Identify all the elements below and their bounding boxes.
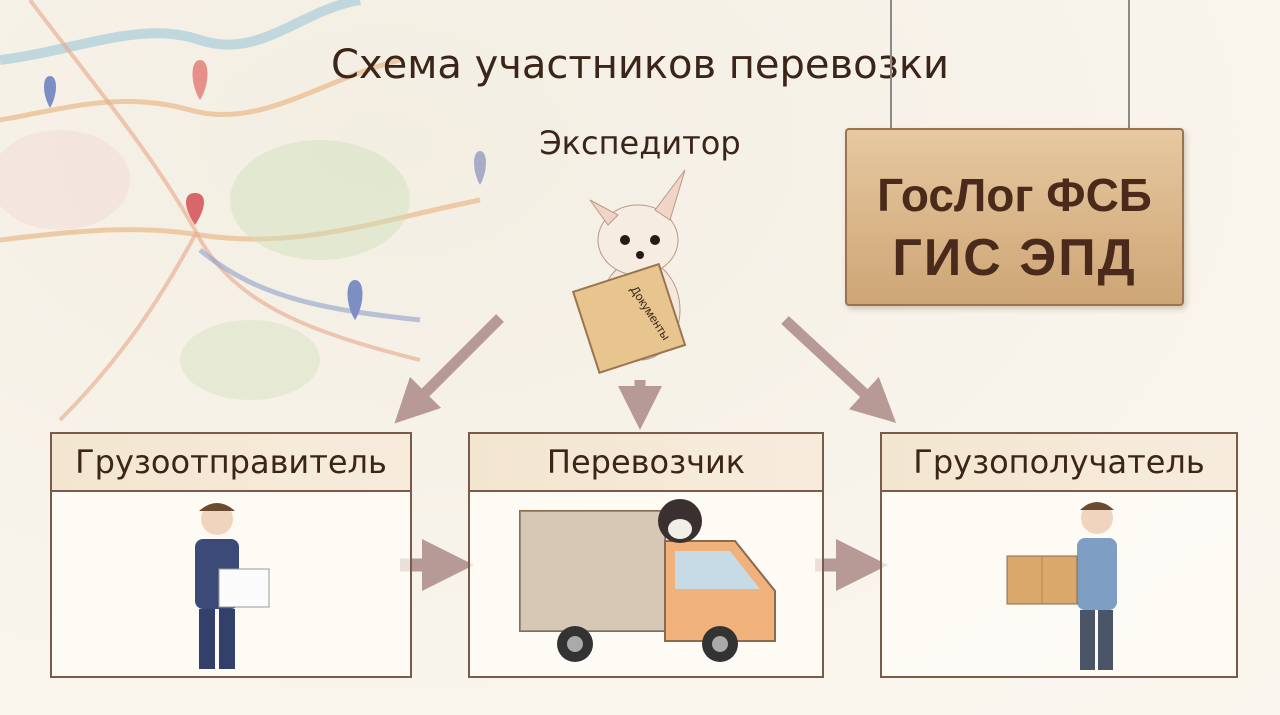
shipper-header: Грузоотправитель (52, 434, 410, 492)
truck-illustration (519, 499, 776, 662)
consignee-box: Грузополучатель (880, 432, 1238, 678)
map-pin-icon (186, 193, 204, 225)
sign-line-1: ГосЛог ФСБ (877, 169, 1152, 221)
shipper-box: Грузоотправитель (50, 432, 412, 678)
map-pin-icon (347, 280, 363, 320)
forwarder-dog-illustration: Документы (571, 169, 687, 375)
system-sign: ГосЛог ФСБ ГИС ЭПД (845, 128, 1184, 306)
forwarder-label: Экспедитор (539, 124, 741, 162)
sign-line-2: ГИС ЭПД (892, 229, 1137, 287)
map-pin-icon (474, 151, 486, 185)
consignee-person-illustration (1006, 502, 1117, 670)
shipper-person-illustration (195, 503, 270, 669)
arrow-to-consignee (781, 315, 897, 423)
map-pin-icon (44, 76, 56, 108)
sign-rope (1128, 0, 1130, 135)
carrier-box: Перевозчик (468, 432, 824, 678)
page-title: Схема участников перевозки (330, 42, 950, 88)
arrow-to-shipper (394, 314, 504, 424)
background-map (0, 0, 486, 422)
carrier-header: Перевозчик (470, 434, 822, 492)
sign-rope (890, 0, 892, 135)
consignee-header: Грузополучатель (882, 434, 1236, 492)
map-pin-icon (192, 60, 208, 100)
documents-folder: Документы (571, 262, 687, 375)
